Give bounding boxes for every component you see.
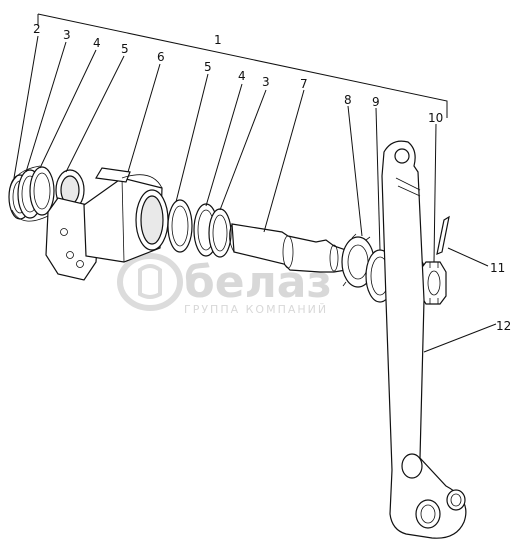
callout-9: 9 bbox=[372, 95, 380, 109]
callout-7: 7 bbox=[300, 77, 308, 91]
lever-arm bbox=[381, 140, 467, 539]
callout-2: 2 bbox=[33, 22, 41, 36]
callout-3-second: 3 bbox=[262, 75, 270, 89]
assembly-bracket bbox=[37, 13, 448, 118]
callout-6: 6 bbox=[157, 50, 165, 64]
middle-rings bbox=[167, 199, 232, 258]
housing-flange bbox=[45, 167, 169, 281]
callout-labels: 1 2 3 4 5 6 5 4 3 7 8 9 10 11 12 bbox=[33, 22, 511, 333]
cotter-pin bbox=[436, 215, 450, 255]
callout-4: 4 bbox=[93, 36, 101, 50]
callout-8: 8 bbox=[344, 93, 352, 107]
leader-lines bbox=[13, 35, 497, 353]
castle-nut bbox=[419, 261, 447, 305]
callout-3: 3 bbox=[63, 28, 71, 42]
callout-10: 10 bbox=[428, 111, 443, 125]
callout-12: 12 bbox=[496, 319, 511, 333]
callout-5: 5 bbox=[121, 42, 129, 56]
callout-11: 11 bbox=[490, 261, 505, 275]
callout-4-second: 4 bbox=[238, 69, 246, 83]
callout-5-second: 5 bbox=[204, 60, 212, 74]
watermark-subtitle: ГРУППА КОМПАНИЙ bbox=[184, 303, 328, 316]
left-rings bbox=[8, 165, 55, 222]
callout-1: 1 bbox=[214, 33, 222, 47]
